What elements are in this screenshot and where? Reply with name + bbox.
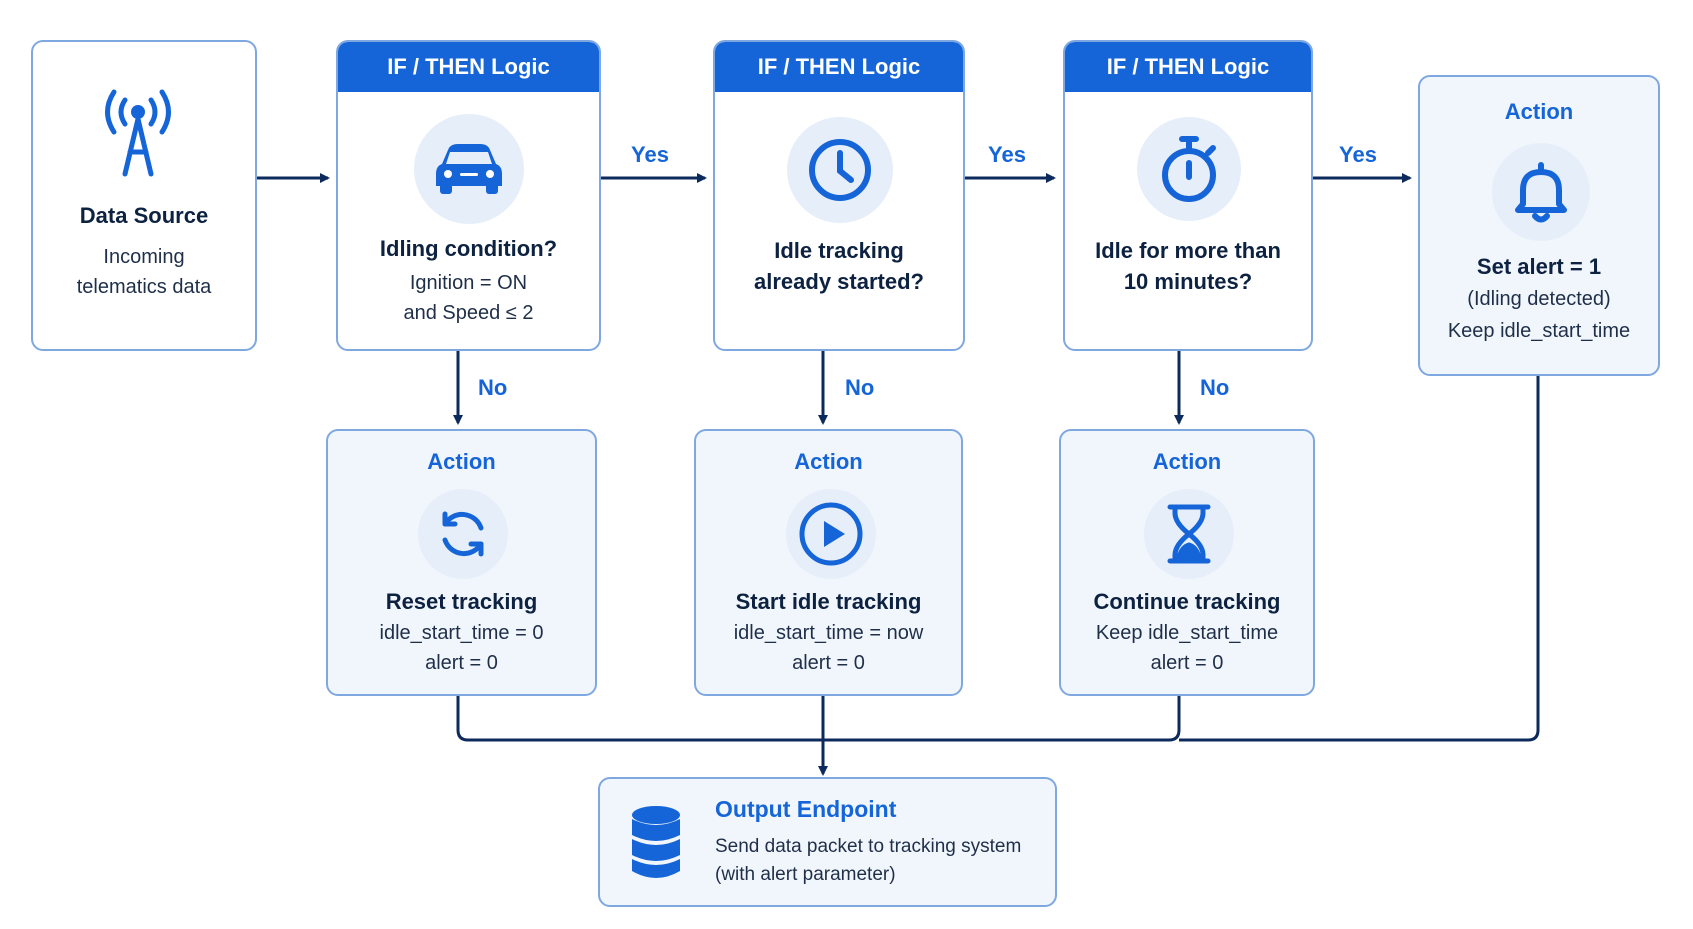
action-node-start-idle-tracking: Action Start idle tracking idle_start_ti…	[694, 429, 963, 696]
action-title: Reset tracking	[385, 589, 538, 614]
logic-title-line-1: Idle tracking	[774, 238, 904, 263]
action-label: Action	[1504, 99, 1574, 124]
logic-header: IF / THEN Logic	[715, 42, 963, 92]
action-label: Action	[427, 449, 496, 474]
hourglass-icon	[1144, 489, 1234, 579]
edge-label-no-2: No	[845, 375, 875, 400]
logic-title: Idling condition?	[379, 236, 558, 261]
logic-title-line-1: Idle for more than	[1095, 238, 1281, 263]
action-line-2: alert = 0	[425, 652, 498, 674]
action-line-1: Keep idle_start_time	[1095, 622, 1279, 644]
logic-title-line-2: 10 minutes?	[1123, 269, 1253, 294]
action-label: Action	[794, 449, 863, 474]
antenna-tower-icon	[97, 82, 179, 182]
play-icon	[786, 489, 876, 579]
action-line-2: Keep idle_start_time	[1447, 320, 1631, 342]
output-line-1: Send data packet to tracking system	[715, 836, 1022, 857]
logic-node-idle-over-10-minutes: IF / THEN Logic Idle for more than 10 mi…	[1063, 40, 1313, 351]
action-line-2: alert = 0	[1150, 652, 1224, 674]
logic-node-idling-condition: IF / THEN Logic Idling condition? Igniti…	[336, 40, 601, 351]
car-icon	[414, 114, 524, 224]
edge-label-yes-1: Yes	[631, 142, 669, 167]
edge-label-yes-3: Yes	[1339, 142, 1377, 167]
logic-condition-line-1: Ignition = ON	[409, 272, 528, 294]
line-continue-to-bus	[823, 696, 1181, 742]
action-line-1: idle_start_time = now	[733, 622, 924, 644]
output-title: Output Endpoint	[715, 796, 897, 822]
line-reset-to-bus	[456, 696, 823, 742]
data-source-line-2: telematics data	[76, 276, 212, 298]
refresh-icon	[418, 489, 508, 579]
action-node-reset-tracking: Action Reset tracking idle_start_time = …	[326, 429, 597, 696]
action-title: Start idle tracking	[735, 589, 922, 614]
action-line-1: (Idling detected)	[1467, 288, 1611, 310]
action-title: Set alert = 1	[1476, 254, 1602, 279]
edge-label-no-1: No	[478, 375, 508, 400]
data-source-title: Data Source	[79, 203, 209, 228]
logic-condition-line-2: and Speed ≤ 2	[403, 302, 534, 324]
data-source-line-1: Incoming	[103, 246, 185, 268]
stopwatch-icon	[1137, 117, 1241, 221]
edge-label-yes-2: Yes	[988, 142, 1026, 167]
output-endpoint-node: Output Endpoint Send data packet to trac…	[598, 777, 1057, 907]
action-line-1: idle_start_time = 0	[379, 622, 544, 644]
action-label: Action	[1152, 449, 1222, 474]
logic-header: IF / THEN Logic	[1065, 42, 1311, 92]
logic-title-line-2: already started?	[754, 269, 924, 294]
line-alert-to-bus	[1179, 376, 1540, 742]
action-title: Continue tracking	[1093, 589, 1281, 614]
output-line-2: (with alert parameter)	[715, 864, 896, 885]
database-icon	[630, 805, 682, 881]
action-node-set-alert: Action Set alert = 1 (Idling detected) K…	[1418, 75, 1660, 376]
clock-icon	[787, 117, 893, 223]
edge-label-no-3: No	[1200, 375, 1230, 400]
bell-icon	[1492, 143, 1590, 241]
action-node-continue-tracking: Action Continue tracking Keep idle_start…	[1059, 429, 1315, 696]
data-source-node: Data Source Incoming telematics data	[31, 40, 257, 351]
logic-header: IF / THEN Logic	[338, 42, 599, 92]
logic-node-idle-tracking-started: IF / THEN Logic Idle tracking already st…	[713, 40, 965, 351]
action-line-2: alert = 0	[792, 652, 865, 674]
